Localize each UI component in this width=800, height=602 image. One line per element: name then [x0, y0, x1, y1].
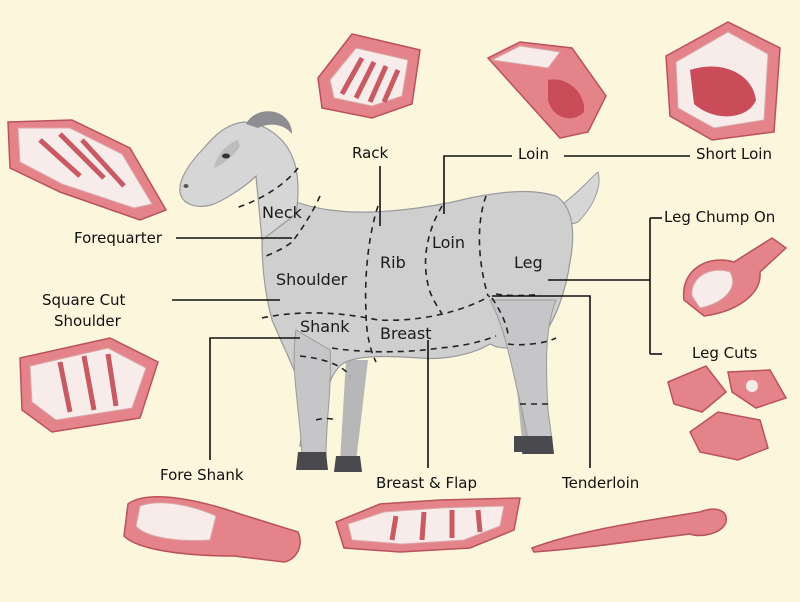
leg-cuts-image	[667, 365, 788, 461]
fore-shank-image	[123, 496, 301, 563]
label-tenderloin: Tenderloin	[561, 474, 639, 492]
square-cut-shoulder-image	[19, 337, 159, 433]
label-rack: Rack	[352, 144, 389, 162]
cut-boundaries	[235, 167, 557, 421]
region-neck: Neck	[262, 203, 303, 222]
label-square-cut-shoulder-1: Square Cut	[42, 291, 126, 309]
callout-lines	[172, 155, 690, 468]
region-rib: Rib	[380, 253, 406, 272]
label-forequarter: Forequarter	[74, 229, 163, 247]
region-shank: Shank	[300, 317, 350, 336]
rack-cut-image	[317, 33, 421, 119]
label-breast-flap: Breast & Flap	[376, 474, 477, 492]
breast-flap-image	[335, 497, 521, 553]
leg-chump-on-image	[682, 237, 788, 317]
label-short-loin: Short Loin	[696, 145, 772, 163]
region-labels: Neck Rib Loin Leg Shoulder Shank Breast	[262, 203, 543, 343]
goat-silhouette	[179, 111, 600, 472]
forequarter-cut-image	[7, 119, 168, 221]
tenderloin-image	[530, 508, 727, 553]
region-breast: Breast	[380, 324, 431, 343]
loin-cut-image	[486, 41, 607, 139]
region-shoulder: Shoulder	[276, 270, 348, 289]
label-square-cut-shoulder-2: Shoulder	[54, 312, 122, 330]
region-leg: Leg	[514, 253, 543, 272]
label-loin: Loin	[518, 145, 549, 163]
callout-labels: Rack Loin Short Loin Forequarter Leg Chu…	[42, 144, 775, 492]
region-loin: Loin	[432, 233, 465, 252]
label-fore-shank: Fore Shank	[160, 466, 244, 484]
short-loin-cut-image	[665, 21, 781, 141]
label-leg-cuts: Leg Cuts	[692, 344, 757, 362]
label-leg-chump-on: Leg Chump On	[664, 208, 775, 226]
